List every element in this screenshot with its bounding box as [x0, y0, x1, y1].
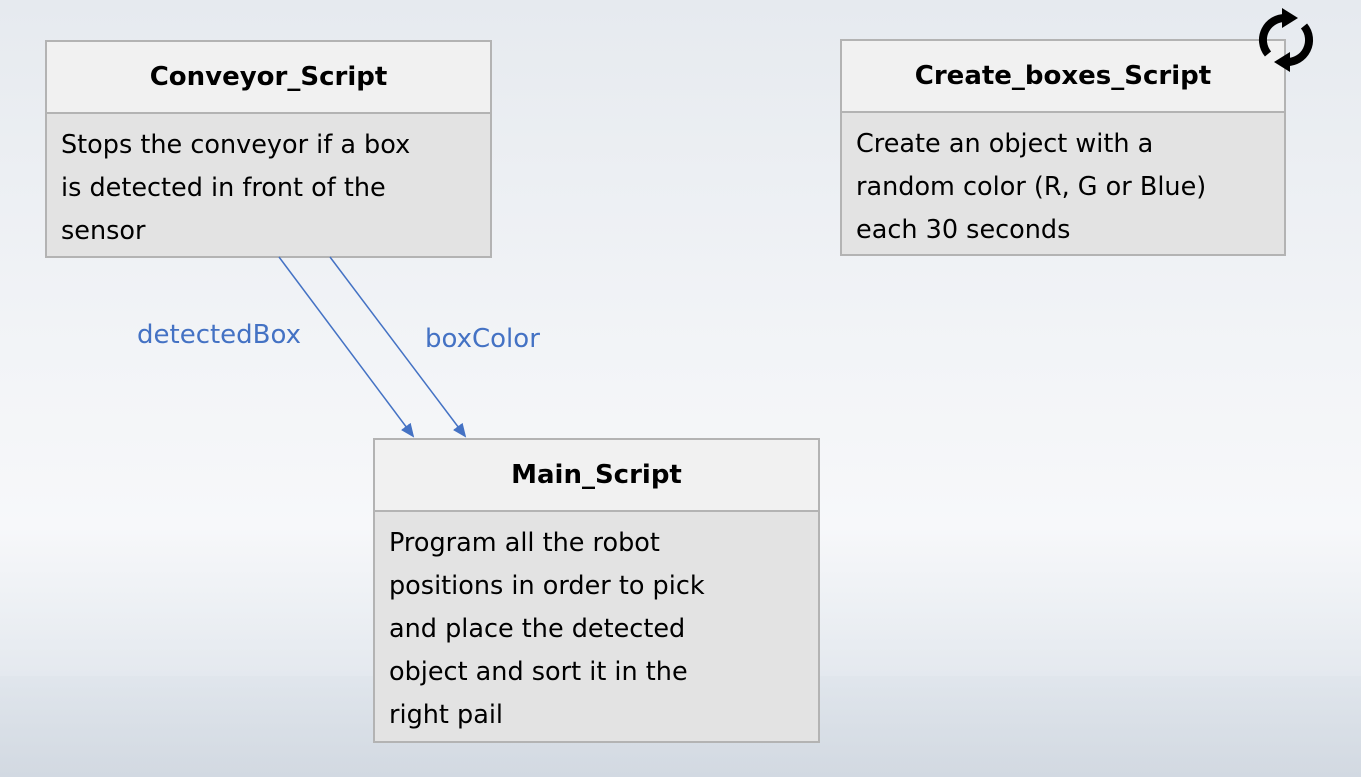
description-line: Stops the conveyor if a box [61, 130, 411, 160]
conveyor-script-title: Conveyor_Script [47, 42, 490, 114]
refresh-icon[interactable] [1254, 8, 1318, 72]
description-line: right pail [389, 700, 504, 730]
create-boxes-script-description: Create an object with a random color (R,… [842, 113, 1284, 252]
box-color-label: boxColor [425, 324, 540, 354]
conveyor-script-box[interactable]: Conveyor_Script Stops the conveyor if a … [45, 40, 492, 258]
description-line: random color (R, G or Blue) [856, 172, 1207, 202]
main-script-box[interactable]: Main_Script Program all the robot positi… [373, 438, 820, 743]
conveyor-script-description: Stops the conveyor if a box is detected … [47, 114, 490, 253]
main-script-description: Program all the robot positions in order… [375, 512, 818, 737]
description-line: is detected in front of the [61, 173, 386, 203]
create-boxes-script-title: Create_boxes_Script [842, 41, 1284, 113]
main-script-title: Main_Script [375, 440, 818, 512]
description-line: and place the detected [389, 614, 686, 644]
box-color-arrow [329, 256, 467, 438]
detected-box-arrow [278, 256, 415, 438]
detected-box-label: detectedBox [137, 320, 302, 350]
description-line: object and sort it in the [389, 657, 688, 687]
description-line: Program all the robot [389, 528, 660, 558]
description-line: positions in order to pick [389, 571, 705, 601]
description-line: each 30 seconds [856, 215, 1071, 245]
create-boxes-script-box[interactable]: Create_boxes_Script Create an object wit… [840, 39, 1286, 256]
description-line: sensor [61, 216, 146, 246]
description-line: Create an object with a [856, 129, 1154, 159]
